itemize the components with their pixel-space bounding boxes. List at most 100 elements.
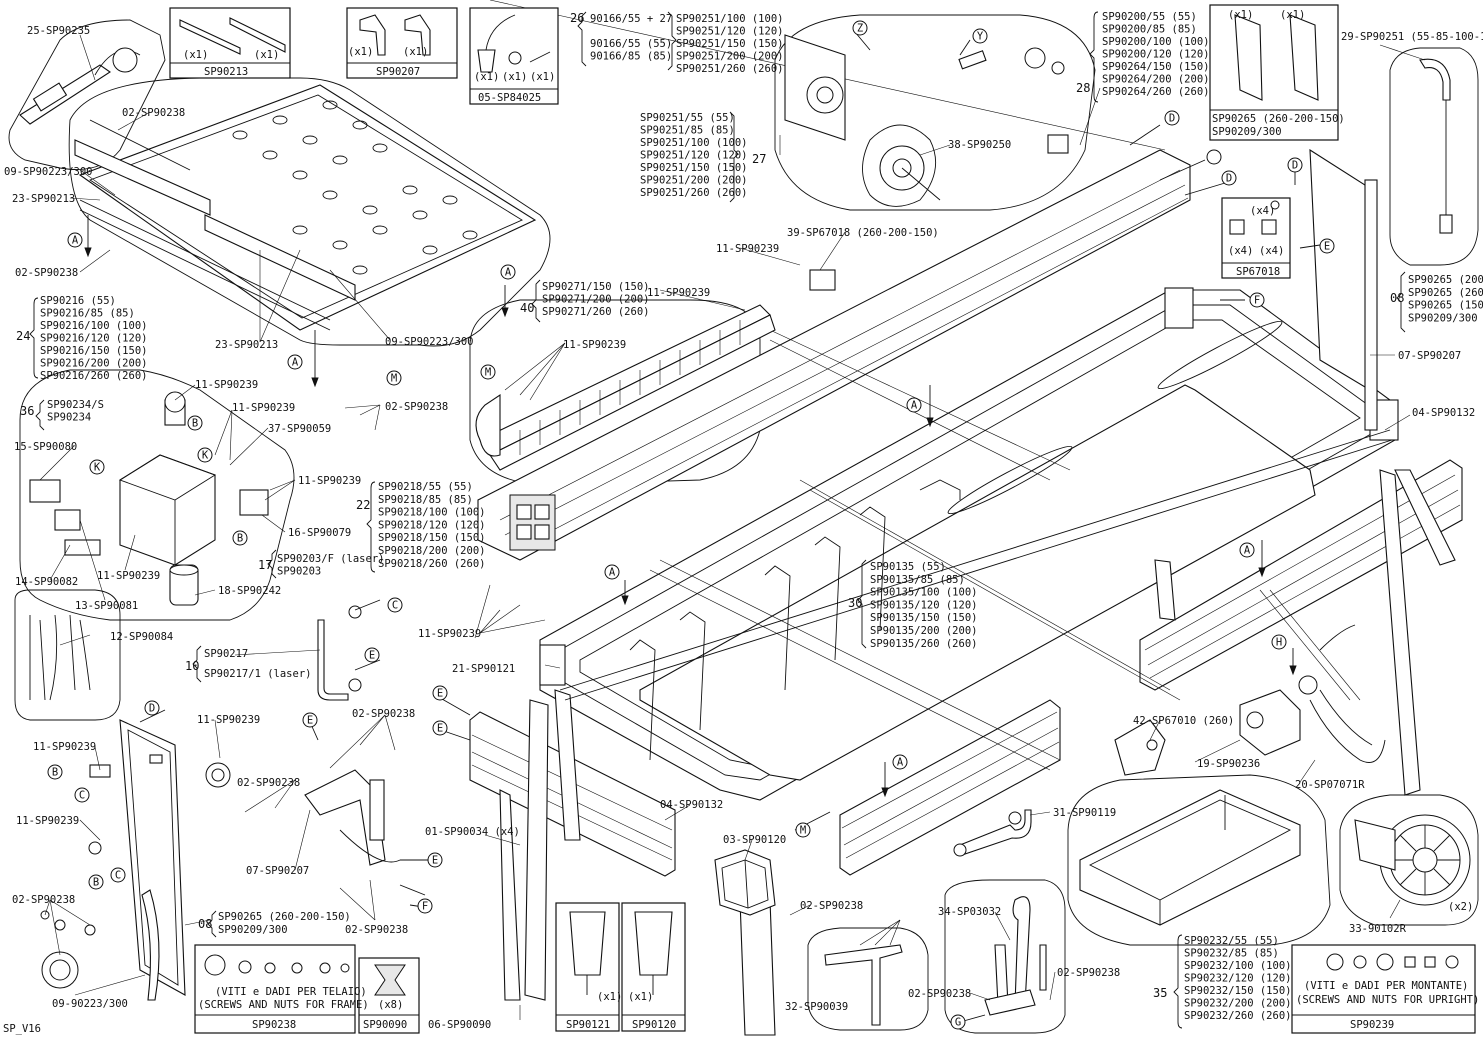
marker-letter: A bbox=[911, 400, 918, 412]
group-item: SP90271/200 (200) bbox=[542, 294, 649, 306]
callout-01: 01-SP90034 (x4) bbox=[425, 826, 520, 838]
group-item: SP90251/200 (200) bbox=[676, 51, 783, 63]
marker-letter: D bbox=[1169, 113, 1175, 125]
group-item: SP90200/100 (100) bbox=[1102, 36, 1209, 48]
group-item: SP90203 bbox=[277, 566, 321, 578]
bracket-07 bbox=[304, 769, 401, 866]
box-code-sp84025: 05-SP84025 bbox=[478, 92, 541, 104]
svg-text:(x4): (x4) bbox=[1228, 245, 1253, 257]
left-upright bbox=[40, 719, 231, 1001]
group-item: SP90216/150 (150) bbox=[40, 345, 147, 357]
callout-42: 42-SP67010 (260) bbox=[1133, 715, 1234, 727]
svg-text:(x1): (x1) bbox=[474, 71, 499, 83]
callout-18: 18-SP90242 bbox=[218, 585, 281, 597]
group-item: SP90234 bbox=[47, 412, 91, 424]
group-item: SP90209/300 bbox=[218, 924, 288, 936]
group-number: 40 bbox=[520, 301, 534, 315]
marker-letter: D bbox=[1226, 173, 1232, 185]
group-item: SP90264/200 (200) bbox=[1102, 74, 1209, 86]
group-item: SP90135/200 (200) bbox=[870, 625, 977, 637]
marker-letter: A bbox=[505, 267, 512, 279]
callout-07: 07-SP90207 bbox=[1398, 350, 1461, 362]
marker-letter: K bbox=[94, 462, 101, 474]
callout-09: 09-SP90223/300 bbox=[4, 166, 93, 178]
svg-text:(x1): (x1) bbox=[348, 46, 373, 58]
clips bbox=[809, 134, 1069, 291]
group-item: SP90218/85 (85) bbox=[378, 494, 473, 506]
marker-letter: E bbox=[1324, 241, 1330, 253]
group-item: 90166/55 (55) bbox=[590, 38, 672, 50]
callout-02: 02-SP90238 bbox=[800, 900, 863, 912]
group-item: SP90209/300 bbox=[1408, 312, 1478, 324]
group-number: 22 bbox=[356, 498, 370, 512]
group-item: SP90251/100 (100) bbox=[640, 137, 747, 149]
group-item: SP90135/85 (85) bbox=[870, 574, 965, 586]
upright-screws-it: (VITI e DADI PER MONTANTE) bbox=[1304, 980, 1468, 992]
callout-02: 02-SP90238 bbox=[1057, 967, 1120, 979]
callout-02: 02-SP90238 bbox=[385, 401, 448, 413]
marker-letter: A bbox=[292, 357, 299, 369]
group-item: SP90232/85 (85) bbox=[1184, 948, 1279, 960]
gear-assembly bbox=[784, 34, 1065, 207]
callout-02: 02-SP90238 bbox=[15, 267, 78, 279]
callout-39: 39-SP67018 (260-200-150) bbox=[787, 227, 939, 239]
group-item: SP90251/260 (260) bbox=[676, 63, 783, 75]
callout-11: 11-SP90239 bbox=[232, 402, 295, 414]
inset-box-sp67018 bbox=[1221, 197, 1291, 279]
callout-13: 13-SP90081 bbox=[75, 600, 138, 612]
marker-letter: E bbox=[432, 855, 438, 867]
marker-letter: M bbox=[800, 825, 806, 837]
group-item: SP90251/200 (200) bbox=[640, 175, 747, 187]
callout-14: 14-SP90082 bbox=[15, 576, 78, 588]
callout-02: 02-SP90238 bbox=[352, 708, 415, 720]
marker-letter: F bbox=[422, 901, 428, 913]
callout-11: 11-SP90239 bbox=[563, 339, 626, 351]
marker-letter: Y bbox=[977, 31, 984, 43]
group-number: 17 bbox=[258, 558, 272, 572]
callout-07: 07-SP90207 bbox=[246, 865, 309, 877]
inset-box-sp90207 bbox=[346, 7, 458, 79]
inset-box-sp90213 bbox=[169, 7, 291, 79]
svg-text:(x1): (x1) bbox=[254, 49, 279, 61]
marker-letter: E bbox=[369, 650, 375, 662]
marker-letter: E bbox=[437, 688, 443, 700]
inset-box-sp90121 bbox=[555, 902, 620, 1032]
group-item: SP90218/200 (200) bbox=[378, 545, 485, 557]
group-item: SP90251/150 (150) bbox=[676, 38, 783, 50]
svg-text:(x1): (x1) bbox=[530, 71, 555, 83]
leader-lines bbox=[39, 34, 1426, 1020]
callout-31: 31-SP90119 bbox=[1053, 807, 1116, 819]
inset-box-sp90090 bbox=[358, 957, 420, 1034]
box-code-sp90090: SP90090 bbox=[363, 1019, 407, 1031]
marker-letter: D bbox=[1292, 160, 1298, 172]
group-item: SP90264/260 (260) bbox=[1102, 86, 1209, 98]
callout-38: 38-SP90250 bbox=[948, 139, 1011, 151]
marker-letter: B bbox=[93, 877, 99, 889]
svg-text:(x1): (x1) bbox=[183, 49, 208, 61]
group-item: SP90200/55 (55) bbox=[1102, 11, 1197, 23]
svg-text:(x4): (x4) bbox=[1259, 245, 1284, 257]
group-number: 36 bbox=[20, 404, 34, 418]
box-code-sp90213: SP90213 bbox=[204, 66, 248, 78]
marker-letter: C bbox=[79, 790, 85, 802]
group-item: SP90232/150 (150) bbox=[1184, 985, 1291, 997]
group-number: 30 bbox=[848, 596, 862, 610]
svg-text:(x1): (x1) bbox=[597, 991, 622, 1003]
box-code-sp90239: SP90239 bbox=[1350, 1019, 1394, 1031]
marker-letter: B bbox=[52, 767, 58, 779]
group-number: 08 bbox=[198, 917, 212, 931]
inset-box-sp84025 bbox=[469, 7, 559, 105]
callout-11: 11-SP90239 bbox=[298, 475, 361, 487]
marker-letter: B bbox=[192, 418, 198, 430]
marker-letter: C bbox=[115, 870, 121, 882]
tray-35 bbox=[1079, 789, 1301, 926]
svg-text:(x1): (x1) bbox=[502, 71, 527, 83]
group-item: SP90216 (55) bbox=[40, 295, 116, 307]
box-code-sp67018: SP67018 bbox=[1236, 266, 1280, 278]
